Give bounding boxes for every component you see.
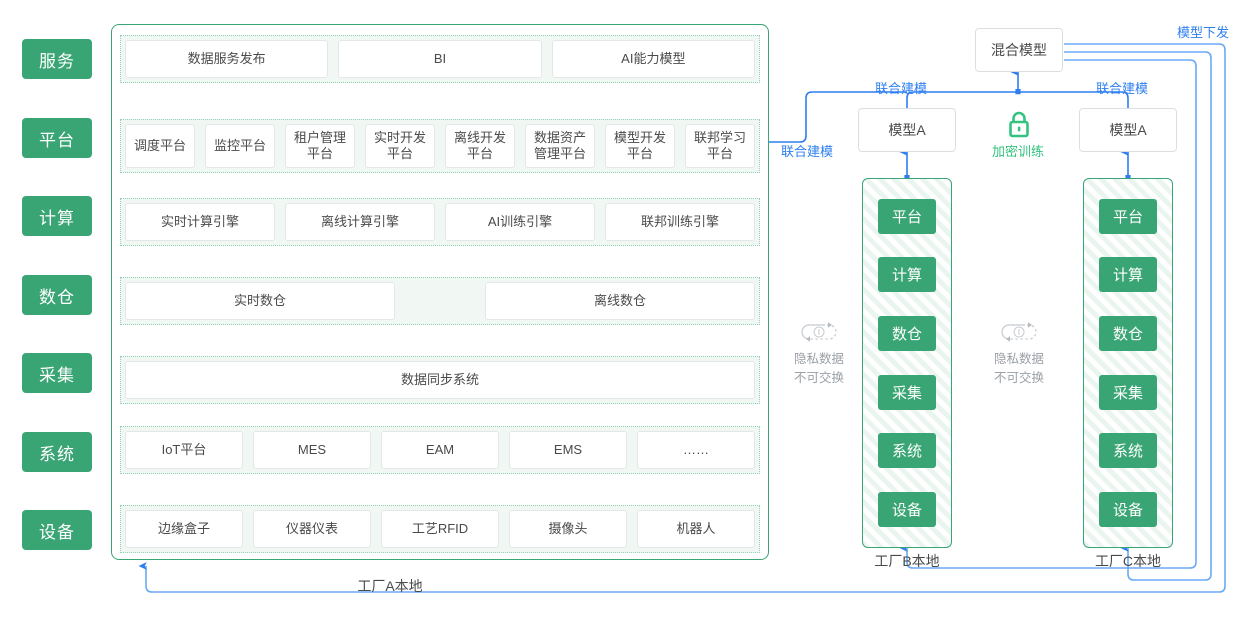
factory-b-caption: 工厂B本地: [874, 553, 940, 569]
joint-modeling-label-left: 联合建模: [781, 144, 834, 159]
layer-band-system: IoT平台 MES EAM EMS ……: [120, 426, 760, 474]
node-platform-7[interactable]: 联邦学习 平台: [685, 124, 755, 168]
node-collect-0[interactable]: 数据同步系统: [125, 361, 755, 399]
node-device-0[interactable]: 边缘盒子: [125, 510, 243, 548]
privacy-note-b-line2: 不可交换: [793, 371, 845, 386]
joint-modeling-bus: [906, 91, 1129, 108]
factory-a-panel: 数据服务发布 BI AI能力模型 调度平台 监控平台 租户管理 平台 实时开发 …: [111, 24, 769, 560]
factory-b-block-system[interactable]: 系统: [878, 433, 936, 469]
layer-band-collect: 数据同步系统: [120, 356, 760, 404]
privacy-note-c: 隐私数据 不可交换: [994, 350, 1044, 389]
joint-modeling-label-b: 联合建模: [875, 81, 928, 96]
node-service-1[interactable]: BI: [338, 40, 542, 78]
factory-b-block-platform[interactable]: 平台: [878, 198, 936, 234]
node-compute-2[interactable]: AI训练引擎: [445, 203, 595, 241]
sidebar-item-device[interactable]: 设备: [22, 510, 92, 550]
layer-band-warehouse: 实时数仓 离线数仓: [120, 277, 760, 325]
factory-c-block-collect[interactable]: 采集: [1099, 374, 1157, 410]
node-platform-1[interactable]: 监控平台: [205, 124, 275, 168]
node-device-2[interactable]: 工艺RFID: [381, 510, 499, 548]
sidebar-item-label: 服务: [39, 51, 75, 71]
factory-c-block-compute[interactable]: 计算: [1099, 257, 1157, 293]
node-compute-1[interactable]: 离线计算引擎: [285, 203, 435, 241]
privacy-note-c-line2: 不可交换: [993, 371, 1045, 386]
factory-c-block-platform[interactable]: 平台: [1099, 198, 1157, 234]
privacy-note-c-line1: 隐私数据: [993, 352, 1045, 366]
sidebar-item-service[interactable]: 服务: [22, 39, 92, 79]
sidebar-item-label: 平台: [39, 130, 75, 150]
layer-band-device: 边缘盒子 仪器仪表 工艺RFID 摄像头 机器人: [120, 505, 760, 553]
joint-modeling-label-c: 联合建模: [1096, 81, 1149, 96]
node-service-0[interactable]: 数据服务发布: [125, 40, 329, 78]
node-compute-3[interactable]: 联邦训练引擎: [605, 203, 755, 241]
factory-b-block-collect[interactable]: 采集: [878, 374, 936, 410]
factory-b-block-warehouse[interactable]: 数仓: [878, 316, 936, 352]
factory-c-block-warehouse[interactable]: 数仓: [1099, 316, 1157, 352]
no-exchange-icon: [795, 320, 843, 344]
node-system-4[interactable]: ……: [637, 431, 755, 469]
no-exchange-icon: [995, 320, 1043, 344]
sidebar-item-label: 计算: [39, 208, 75, 228]
sidebar-item-system[interactable]: 系统: [22, 432, 92, 472]
sidebar-item-platform[interactable]: 平台: [22, 118, 92, 158]
node-platform-2[interactable]: 租户管理 平台: [285, 124, 355, 168]
sidebar-item-label: 设备: [39, 522, 75, 542]
node-warehouse-1[interactable]: 离线数仓: [485, 282, 755, 320]
sidebar-item-warehouse[interactable]: 数仓: [22, 275, 92, 315]
hybrid-model-box[interactable]: 混合模型: [975, 28, 1063, 72]
node-device-3[interactable]: 摄像头: [509, 510, 627, 548]
sidebar-item-collect[interactable]: 采集: [22, 353, 92, 393]
model-distribution-label: 模型下发: [1177, 25, 1230, 40]
node-platform-5[interactable]: 数据资产 管理平台: [525, 124, 595, 168]
factory-c-block-device[interactable]: 设备: [1099, 492, 1157, 528]
factory-c-caption: 工厂C本地: [1094, 553, 1162, 569]
lock-icon: [1006, 110, 1032, 138]
layer-band-service: 数据服务发布 BI AI能力模型: [120, 35, 760, 83]
node-system-1[interactable]: MES: [253, 431, 371, 469]
factory-b-model-box[interactable]: 模型A: [858, 108, 956, 152]
factory-b-block-compute[interactable]: 计算: [878, 257, 936, 293]
node-platform-4[interactable]: 离线开发 平台: [445, 124, 515, 168]
layer-band-platform: 调度平台 监控平台 租户管理 平台 实时开发 平台 离线开发 平台 数据资产 管…: [120, 119, 760, 173]
privacy-note-b: 隐私数据 不可交换: [794, 350, 844, 389]
node-platform-3[interactable]: 实时开发 平台: [365, 124, 435, 168]
factory-b-stack: 平台 计算 数仓 采集 系统 设备: [862, 178, 952, 548]
factory-b-block-device[interactable]: 设备: [878, 492, 936, 528]
sidebar-item-label: 数仓: [39, 287, 75, 307]
node-system-0[interactable]: IoT平台: [125, 431, 243, 469]
layer-band-compute: 实时计算引擎 离线计算引擎 AI训练引擎 联邦训练引擎: [120, 198, 760, 246]
factory-a-caption: 工厂A本地: [357, 578, 423, 594]
node-compute-0[interactable]: 实时计算引擎: [125, 203, 275, 241]
node-service-2[interactable]: AI能力模型: [551, 40, 755, 78]
node-platform-0[interactable]: 调度平台: [125, 124, 195, 168]
encrypted-training-label: 加密训练: [991, 144, 1045, 159]
node-device-4[interactable]: 机器人: [637, 510, 755, 548]
node-system-3[interactable]: EMS: [509, 431, 627, 469]
node-device-1[interactable]: 仪器仪表: [253, 510, 371, 548]
node-system-2[interactable]: EAM: [381, 431, 499, 469]
privacy-note-b-line1: 隐私数据: [793, 352, 845, 366]
node-platform-6[interactable]: 模型开发 平台: [605, 124, 675, 168]
sidebar-item-compute[interactable]: 计算: [22, 196, 92, 236]
sidebar-item-label: 系统: [39, 444, 75, 464]
factory-c-model-box[interactable]: 模型A: [1079, 108, 1177, 152]
factory-c-block-system[interactable]: 系统: [1099, 433, 1157, 469]
factory-c-stack: 平台 计算 数仓 采集 系统 设备: [1083, 178, 1173, 548]
node-warehouse-0[interactable]: 实时数仓: [125, 282, 395, 320]
sidebar-item-label: 采集: [39, 365, 75, 385]
